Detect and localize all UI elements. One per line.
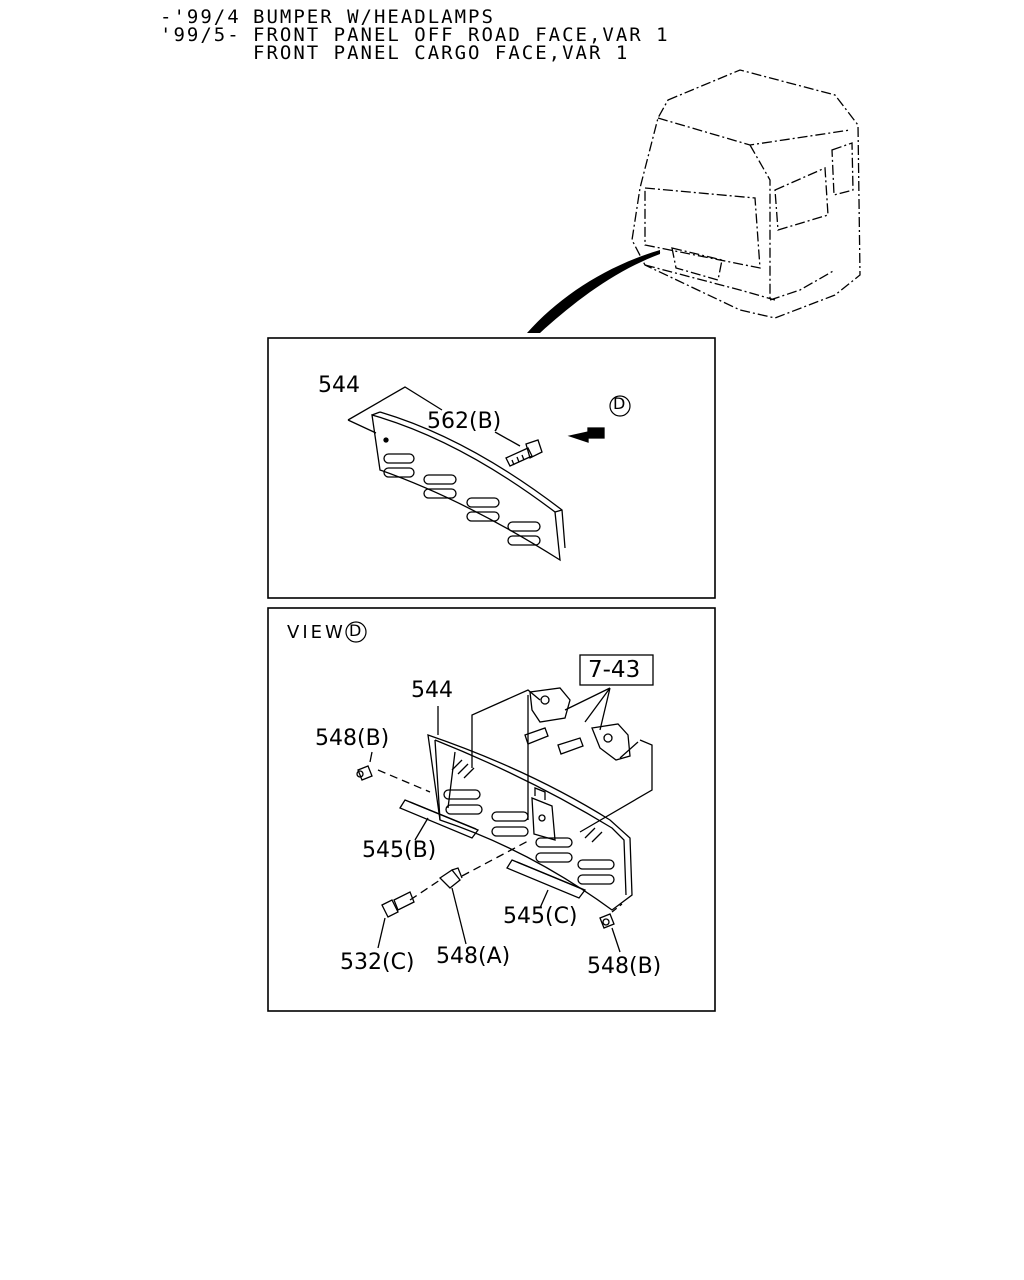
view-marker-d-bottom: D	[349, 621, 362, 640]
grille-544-bottom	[427, 734, 633, 911]
label-part-544-top: 544	[318, 373, 360, 398]
view-marker-d-top: D	[613, 394, 626, 413]
bracket-7-43-right	[591, 723, 631, 761]
bolt-562b	[505, 439, 543, 467]
label-part-562b: 562(B)	[427, 409, 502, 434]
clip-548b-left	[356, 765, 373, 781]
view-marker-circle-top	[609, 395, 631, 417]
header-line1-text: BUMPER W/HEADLAMPS	[253, 6, 495, 28]
view-label: VIEW	[287, 622, 346, 643]
ref-box-7-43	[579, 654, 654, 686]
label-part-545c: 545(C)	[503, 904, 578, 929]
view-direction-arrow	[567, 427, 605, 443]
label-part-532c: 532(C)	[340, 950, 415, 975]
header-line2-text: FRONT PANEL OFF ROAD FACE,VAR 1	[253, 24, 670, 46]
label-part-548b-left: 548(B)	[315, 726, 390, 751]
label-part-548b-right: 548(B)	[587, 954, 662, 979]
strip-545c	[506, 859, 587, 899]
label-ref-7-43: 7-43	[588, 657, 641, 683]
header-line3-text: FRONT PANEL CARGO FACE,VAR 1	[253, 42, 630, 64]
view-marker-circle-bottom	[345, 621, 367, 643]
clip-548a	[438, 867, 463, 889]
header-line2-code: '99/5-	[160, 24, 241, 46]
bottom-panel-frame	[267, 607, 716, 1012]
clip-548b-right	[599, 913, 615, 929]
label-part-545b: 545(B)	[362, 838, 437, 863]
truck-cab-illustration	[631, 69, 861, 319]
top-panel-frame	[267, 337, 716, 599]
header-line1-code: -'99/4	[160, 6, 241, 28]
label-part-548a: 548(A)	[436, 944, 511, 969]
label-part-544-bottom: 544	[411, 678, 453, 703]
bolt-532c	[381, 891, 415, 918]
bracket-7-43-left	[529, 687, 571, 723]
grille-544-top	[371, 411, 566, 562]
